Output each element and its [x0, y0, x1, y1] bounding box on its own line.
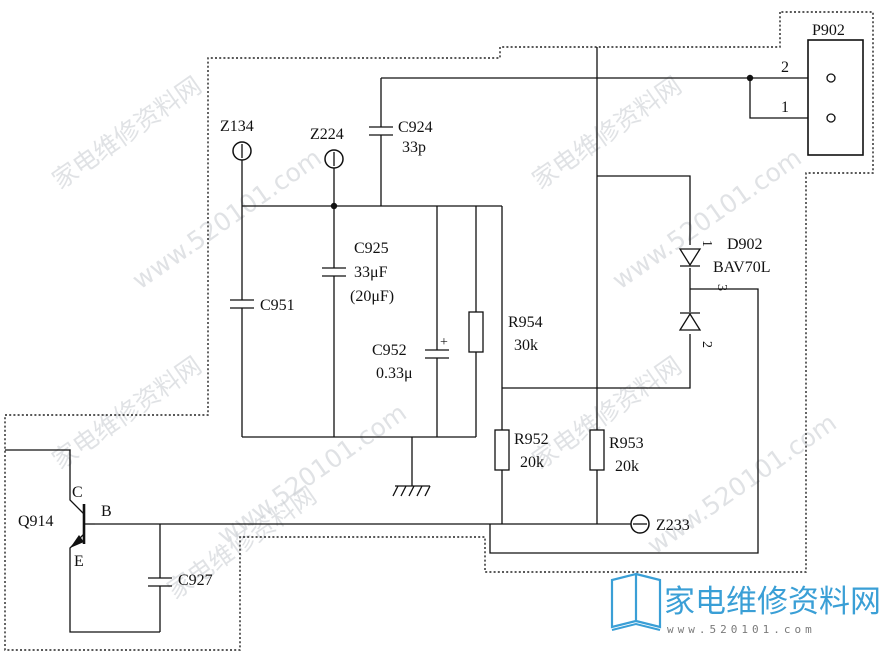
connector-pin-2: 2 [781, 59, 789, 76]
transistor-pin-e: E [74, 553, 84, 570]
transistor-q914: Q914 C B E [18, 484, 112, 570]
brand-name: 家电维修资料网 [664, 584, 881, 620]
junctions [330, 74, 754, 210]
component-value: 0.33μ [376, 365, 413, 382]
component-part: BAV70L [713, 259, 771, 276]
transistor-pin-c: C [72, 484, 83, 501]
component-value-alt: (20μF) [350, 288, 394, 305]
component-ref: C925 [354, 240, 389, 257]
resistor-r954: R954 30k [468, 311, 543, 354]
ground-symbol [392, 485, 431, 497]
transistor-pin-b: B [101, 503, 112, 520]
test-point-label: Z233 [656, 517, 690, 534]
component-ref: Q914 [18, 513, 54, 530]
brand-logo: 家电维修资料网 www.520101.com [610, 572, 881, 636]
component-ref: C924 [398, 119, 433, 136]
polarity-mark: + [440, 335, 448, 350]
resistor-r953: R953 20k [589, 429, 644, 475]
test-point-label: Z134 [220, 118, 254, 135]
component-value: 20k [615, 458, 639, 475]
component-value: 30k [514, 337, 538, 354]
diode-pin-2: 2 [699, 341, 714, 348]
connector-label: P902 [812, 22, 845, 39]
watermark-text: 家电维修资料网 [47, 71, 207, 195]
diode-pin-3: 3 [714, 284, 729, 291]
watermark-text: 家电维修资料网 [527, 351, 687, 475]
watermark-url: www.520101.com [642, 408, 842, 560]
test-point-label: Z224 [310, 126, 344, 143]
capacitor-c925: C925 33μF (20μF) [322, 240, 394, 305]
test-point-z233: Z233 [630, 514, 690, 534]
capacitor-c951: C951 [230, 297, 295, 314]
component-ref: R953 [609, 435, 644, 452]
component-value: 33μF [354, 264, 388, 281]
component-ref: C952 [372, 342, 407, 359]
brand-url: www.520101.com [667, 623, 816, 636]
watermark-text: 家电维修资料网 [47, 351, 207, 475]
resistor-r952: R952 20k [494, 429, 549, 471]
component-ref: D902 [727, 236, 763, 253]
component-value: 20k [520, 454, 544, 471]
watermark-url: www.520101.com [127, 143, 327, 295]
test-point-z224: Z224 [310, 126, 344, 169]
connector-p902: P902 2 1 [781, 22, 864, 156]
capacitor-c927: C927 [148, 572, 213, 589]
diode-pin-1: 1 [699, 240, 714, 247]
capacitor-c924: C924 33p [369, 119, 433, 156]
component-ref: R952 [514, 431, 549, 448]
component-ref: R954 [508, 314, 543, 331]
diode-d902: 1 3 2 D902 BAV70L [678, 236, 771, 348]
test-point-z134: Z134 [220, 118, 254, 161]
component-ref: C951 [260, 297, 295, 314]
board-boundary [4, 11, 874, 651]
connector-pin-1: 1 [781, 99, 789, 116]
component-ref: C927 [178, 572, 213, 589]
capacitor-c952: + C952 0.33μ [372, 335, 449, 382]
watermark-url: www.520101.com [607, 143, 807, 295]
component-value: 33p [402, 139, 426, 156]
